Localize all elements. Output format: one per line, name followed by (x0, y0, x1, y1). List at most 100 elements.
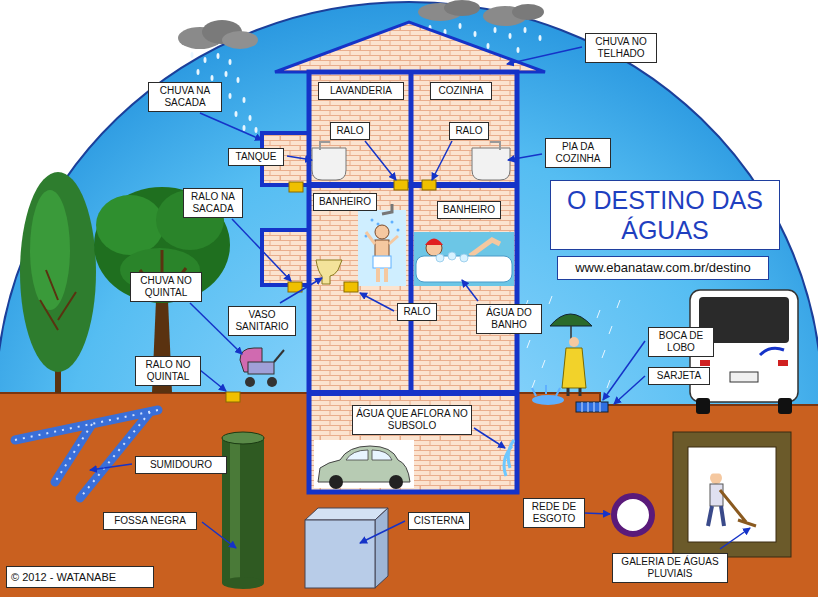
cesspit-cylinder (222, 438, 264, 583)
clouds-and-rain (217, 53, 220, 59)
callout-label: RALO NA SACADA (183, 188, 243, 218)
bathtub-scene (448, 252, 456, 260)
clouds-and-rain (444, 0, 480, 16)
leader-arrows (474, 428, 505, 448)
leader-arrows (360, 521, 405, 543)
laundry-sink (312, 142, 346, 180)
toilet (316, 260, 342, 284)
leader-arrows (200, 370, 226, 391)
person-umbrella (562, 348, 586, 388)
label-text: CHUVA NO QUINTAL (134, 275, 198, 299)
laundry-sink (312, 148, 346, 180)
shower-scene (377, 223, 380, 226)
bathtub-scene (470, 240, 500, 256)
clouds-and-rain (517, 47, 520, 53)
storm-drain-inlet (576, 402, 608, 412)
callout-label: RALO (397, 303, 437, 321)
clouds-and-rain (255, 127, 258, 133)
room-label: BANHEIRO (313, 193, 377, 211)
callout-label: FOSSA NEGRA (103, 512, 197, 530)
bathtub-scene (414, 232, 514, 286)
leader-arrows (280, 278, 322, 303)
person-umbrella (569, 337, 579, 347)
label-text: SARJETA (657, 370, 701, 382)
cesspit-cylinder (222, 577, 264, 589)
label-text: COZINHA (439, 85, 484, 97)
drain-fittings (422, 180, 436, 190)
label-text: PIA DA COZINHA (549, 141, 607, 165)
bus (778, 360, 788, 366)
callout-label: CHUVA NO QUINTAL (130, 272, 202, 302)
clouds-and-rain (474, 31, 477, 37)
seepage-pipes (15, 410, 158, 498)
callout-label: CHUVA NO TELHADO (585, 33, 657, 63)
callout-label: RALO (330, 122, 370, 140)
label-text: ÁGUA DO BANHO (480, 307, 538, 331)
label-text: BANHEIRO (443, 204, 495, 216)
label-text: RALO NO QUINTAL (139, 359, 197, 383)
leader-arrows (508, 154, 542, 160)
clouds-and-rain (235, 111, 238, 117)
label-text: RALO NA SACADA (187, 191, 239, 215)
shower-scene (373, 256, 391, 268)
leader-arrows (584, 513, 610, 514)
house-building (409, 74, 414, 393)
leader-arrows (90, 47, 750, 549)
clouds-and-rain (197, 69, 200, 75)
leader-arrows (360, 293, 394, 311)
cistern-tank (305, 520, 375, 588)
shower-scene (375, 225, 389, 239)
groundwater-seep (504, 440, 514, 476)
toilet (316, 260, 342, 284)
shower-scene (358, 204, 406, 286)
house-building (262, 22, 545, 492)
person-umbrella (568, 388, 580, 396)
kitchen-sink (472, 148, 510, 180)
room-label: BANHEIRO (437, 201, 501, 219)
storm-gallery (673, 432, 791, 557)
clouds-and-rain (222, 31, 258, 49)
cistern-tank (305, 508, 388, 588)
clouds-and-rain (494, 27, 497, 33)
callout-label: SUMIDOURO (135, 456, 227, 474)
laundry-sink (320, 142, 330, 150)
storm-drain-inlet (576, 402, 608, 412)
label-text: RALO (455, 125, 482, 137)
callout-label: RALO NO QUINTAL (135, 356, 201, 386)
garage-car (314, 440, 414, 489)
label-text: www.ebanataw.com.br/destino (575, 260, 751, 276)
cistern-tank (305, 508, 388, 520)
clouds-and-rain (487, 43, 490, 49)
clouds-and-rain (204, 57, 207, 63)
drain-fittings (344, 282, 358, 292)
baby-stroller (267, 377, 277, 387)
clouds-and-rain (539, 35, 542, 41)
drain-fittings (226, 180, 436, 402)
clouds-and-rain (225, 71, 228, 77)
callout-label: REDE DE ESGOTO (523, 498, 585, 528)
sewer-pipe (614, 496, 652, 534)
bathtub-scene (460, 254, 468, 262)
room-label: COZINHA (430, 82, 492, 100)
water-splash (532, 385, 560, 396)
house-building (275, 22, 545, 72)
house-building (309, 72, 517, 492)
leader-arrows (507, 47, 582, 64)
clouds-and-rain (211, 75, 214, 81)
title-box: O DESTINO DAS ÁGUAS (550, 180, 780, 250)
kitchen-sink (472, 142, 510, 180)
groundwater-seep (504, 440, 514, 476)
shower-scene (382, 204, 392, 214)
bus (778, 398, 792, 414)
clouds-and-rain (524, 27, 527, 33)
seepage-pipes (15, 410, 158, 498)
callout-label: SARJETA (648, 367, 710, 385)
bus (760, 348, 784, 355)
garage-car (389, 475, 403, 489)
drain-fittings (226, 392, 240, 402)
storm-gallery (710, 471, 722, 474)
callout-label: ÁGUA DO BANHO (476, 304, 542, 334)
label-text: CHUVA NO TELHADO (589, 36, 653, 60)
tree (20, 172, 96, 372)
